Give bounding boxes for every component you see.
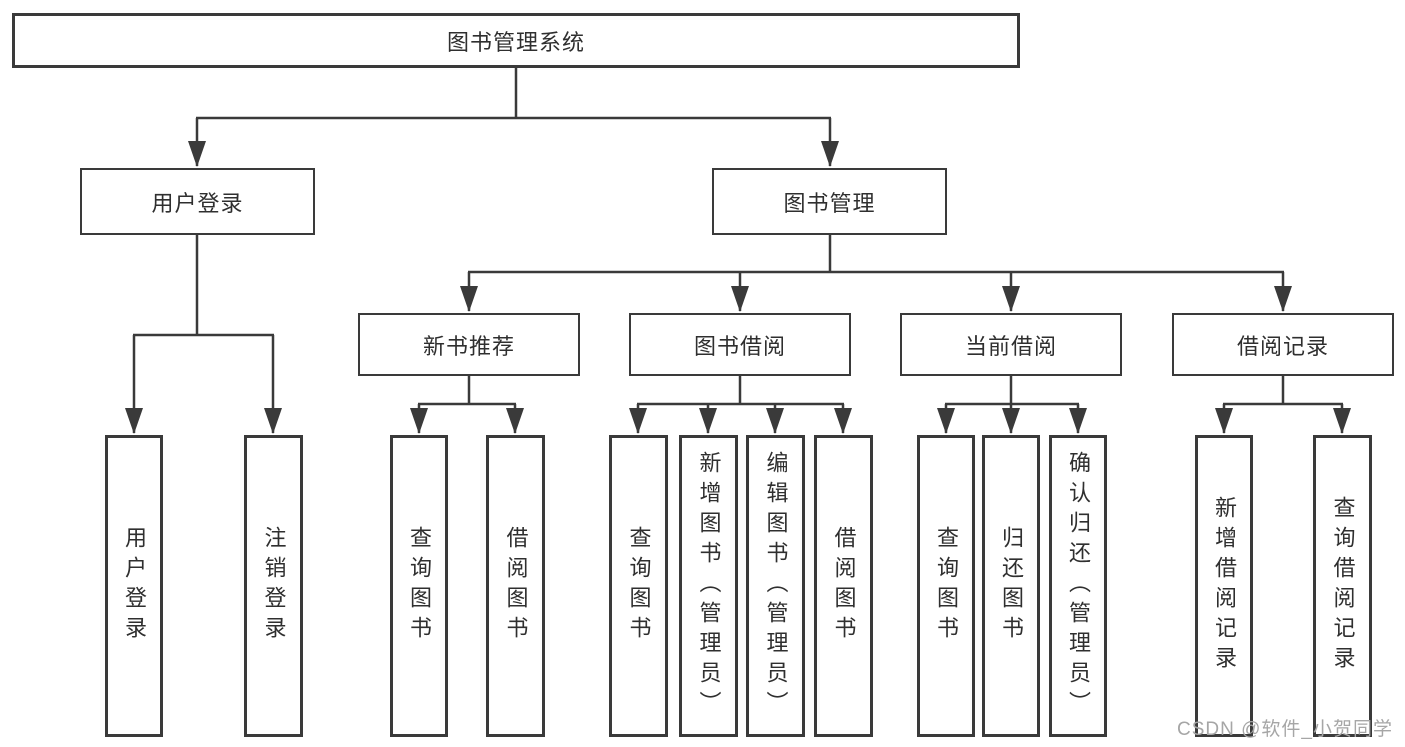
leaf-query-borrow-record: 查询借阅记录 — [1313, 435, 1372, 737]
leaf-user-login: 用户登录 — [105, 435, 163, 737]
node-label: 图书借阅 — [693, 333, 786, 359]
leaf-logout: 注销登录 — [244, 435, 303, 737]
node-label: 图书管理系统 — [446, 29, 585, 55]
node-label: 当前借阅 — [964, 333, 1057, 359]
leaf-label: 借阅图书 — [503, 526, 529, 646]
node-user-login: 用户登录 — [80, 168, 315, 235]
leaf-query-books-current: 查询图书 — [917, 435, 975, 737]
leaf-add-borrow-record: 新增借阅记录 — [1195, 435, 1253, 737]
leaf-label: 查询借阅记录 — [1330, 496, 1356, 676]
leaf-confirm-return-admin: 确认归还（管理员） — [1049, 435, 1107, 737]
leaf-label: 借阅图书 — [831, 526, 857, 646]
leaf-label: 查询图书 — [934, 526, 959, 646]
leaf-label: 新增图书（管理员） — [696, 451, 722, 721]
node-new-book-recommendation: 新书推荐 — [358, 313, 580, 376]
leaf-label: 新增借阅记录 — [1212, 496, 1237, 676]
node-borrowing-records: 借阅记录 — [1172, 313, 1394, 376]
leaf-label: 归还图书 — [999, 526, 1024, 646]
node-label: 图书管理 — [783, 190, 876, 216]
leaf-add-books-admin: 新增图书（管理员） — [679, 435, 738, 737]
leaf-label: 用户登录 — [122, 526, 147, 646]
csdn-watermark: CSDN @软件_小贺同学 — [1177, 719, 1393, 740]
leaf-return-books: 归还图书 — [982, 435, 1040, 737]
leaf-query-books-borrowing: 查询图书 — [609, 435, 668, 737]
leaf-label: 查询图书 — [407, 526, 432, 646]
leaf-query-books-recommend: 查询图书 — [390, 435, 448, 737]
node-label: 借阅记录 — [1236, 333, 1329, 359]
leaf-borrow-books-recommend: 借阅图书 — [486, 435, 545, 737]
node-label: 新书推荐 — [422, 333, 515, 359]
node-library-management-system: 图书管理系统 — [12, 13, 1020, 68]
node-current-borrowing: 当前借阅 — [900, 313, 1122, 376]
node-book-management: 图书管理 — [712, 168, 947, 235]
leaf-borrow-books: 借阅图书 — [814, 435, 873, 737]
node-label: 用户登录 — [151, 190, 244, 216]
leaf-label: 注销登录 — [261, 526, 287, 646]
leaf-label: 编辑图书（管理员） — [763, 451, 789, 721]
leaf-edit-books-admin: 编辑图书（管理员） — [746, 435, 805, 737]
leaf-label: 查询图书 — [626, 526, 652, 646]
node-book-borrowing: 图书借阅 — [629, 313, 851, 376]
leaf-label: 确认归还（管理员） — [1066, 451, 1091, 721]
